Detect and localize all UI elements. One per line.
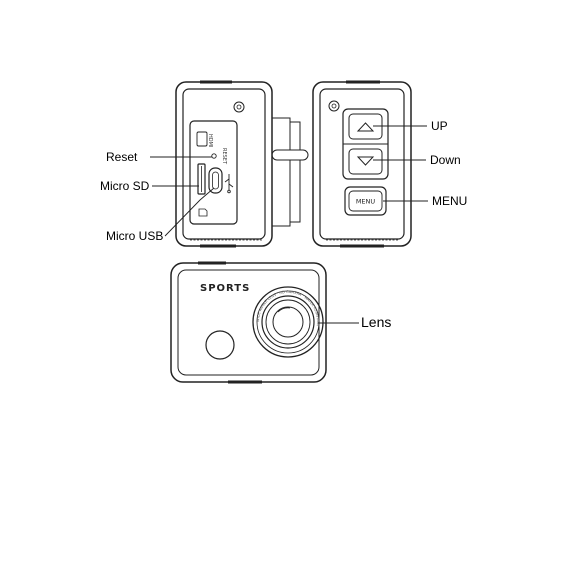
label-reset: Reset — [106, 150, 138, 164]
port-hdmi-text: HDMI — [207, 134, 213, 147]
camera-right-side-view — [313, 82, 411, 246]
label-down: Down — [430, 153, 461, 167]
menu-key-text: MENU — [356, 198, 376, 206]
brand-text: SPORTS — [200, 283, 250, 294]
label-micro-sd: Micro SD — [100, 179, 150, 193]
label-up: UP — [431, 119, 448, 133]
camera-left-side-view — [176, 82, 308, 246]
port-reset-text: RESET — [221, 148, 227, 165]
label-micro-usb: Micro USB — [106, 229, 163, 243]
label-lens: Lens — [361, 314, 391, 330]
label-menu: MENU — [432, 194, 467, 208]
